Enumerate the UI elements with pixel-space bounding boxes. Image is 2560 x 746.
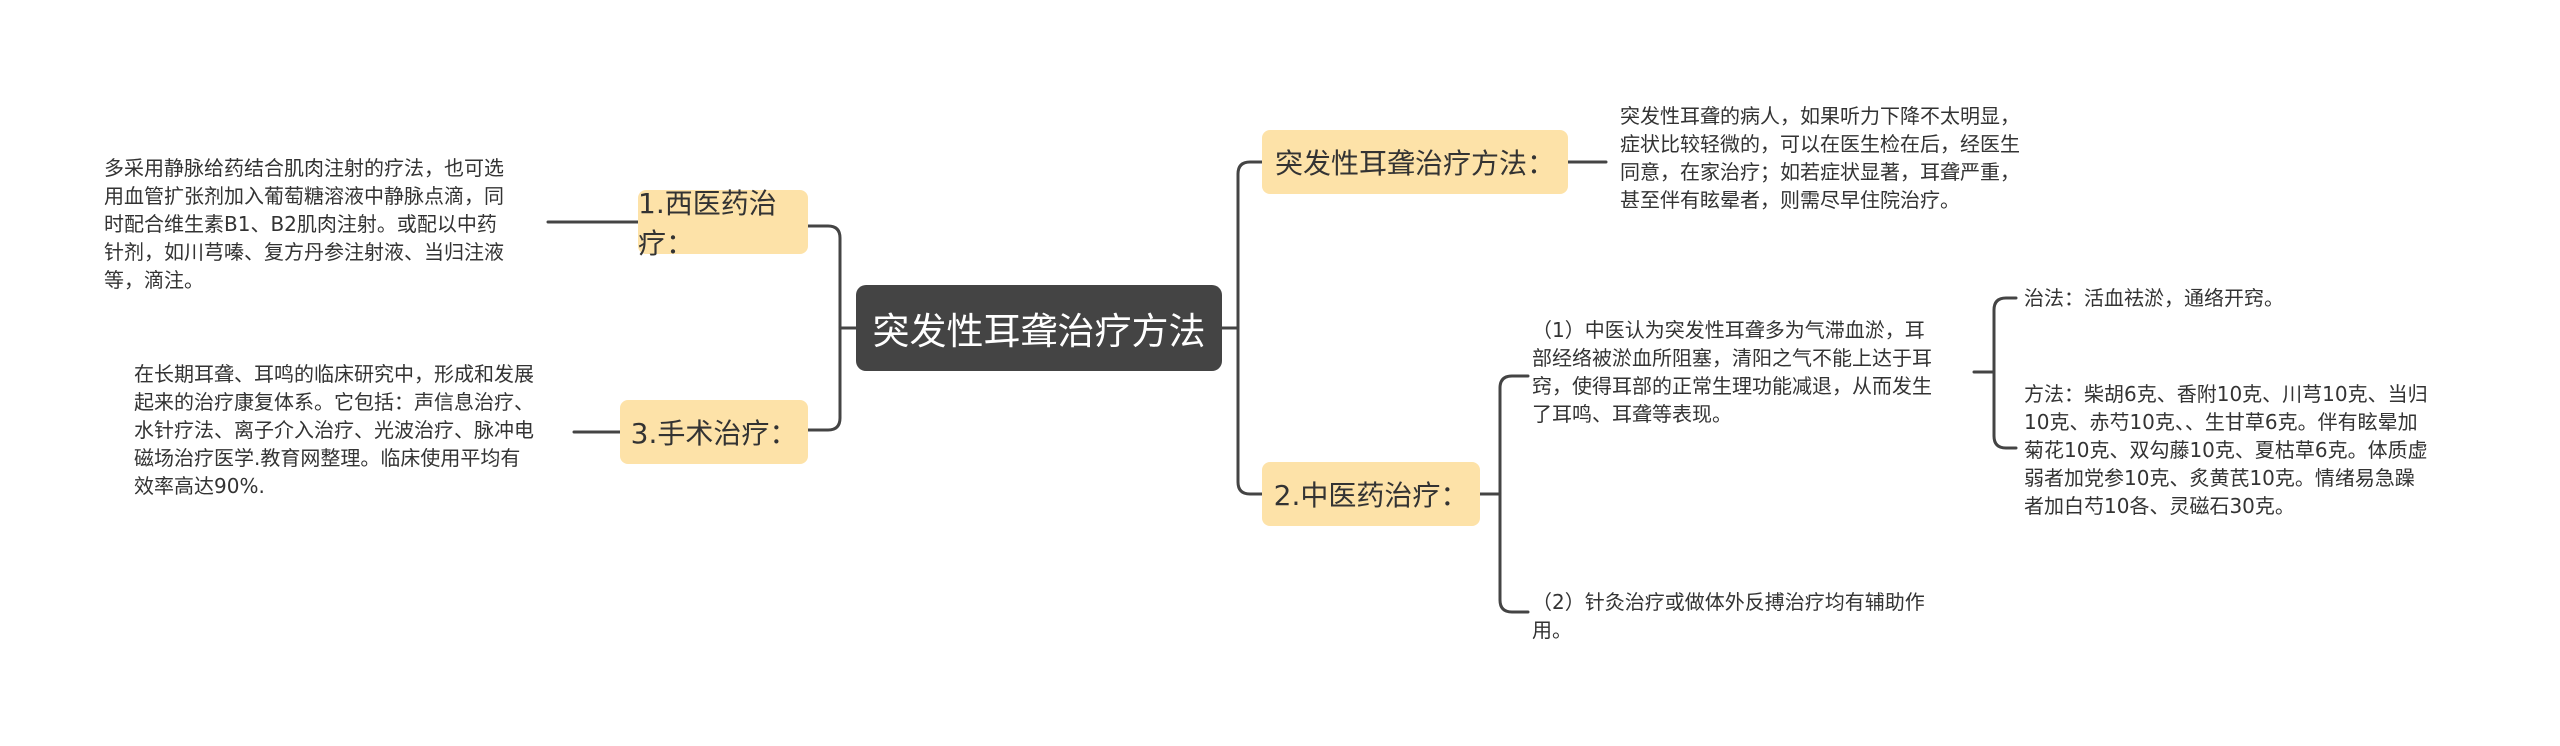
leaf-tcm-1: （1）中医认为突发性耳聋多为气滞血淤，耳部经络被淤血所阻塞，清阳之气不能上达于耳… — [1532, 318, 1932, 426]
leaf-western-desc: 多采用静脉给药结合肌肉注射的疗法，也可选用血管扩张剂加入葡萄糖溶液中静脉点滴，同… — [104, 156, 504, 292]
leaf-surgery-desc: 在长期耳聋、耳鸣的临床研究中，形成和发展起来的治疗康复体系。它包括：声信息治疗、… — [134, 362, 534, 498]
branch-method[interactable]: 突发性耳聋治疗方法： — [1262, 130, 1568, 194]
leaf-tcm-1-rule: 治法：活血祛淤，通络开窍。 — [2024, 286, 2284, 310]
branch-western[interactable]: 1.西医药治疗： — [638, 187, 808, 260]
leaf-tcm-2: （2）针灸治疗或做体外反搏治疗均有辅助作用。 — [1532, 590, 1925, 642]
central-topic[interactable]: 突发性耳聋治疗方法 — [856, 285, 1222, 371]
leaf-method-desc: 突发性耳聋的病人，如果听力下降不太明显，症状比较轻微的，可以在医生检在后，经医生… — [1620, 104, 2020, 212]
branch-surgery[interactable]: 3.手术治疗： — [620, 400, 808, 464]
branch-tcm[interactable]: 2.中医药治疗： — [1262, 462, 1480, 526]
